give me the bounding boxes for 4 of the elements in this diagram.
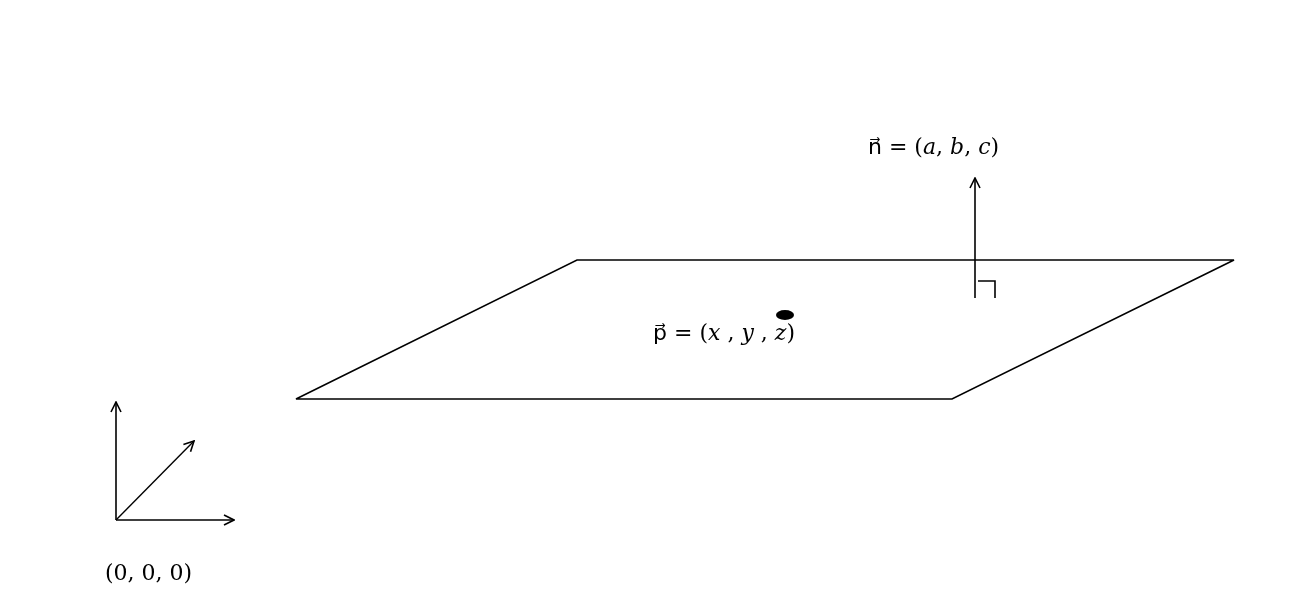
arrow bbox=[969, 177, 981, 299]
normal-vector-label: n⃗ = (a, b, c) bbox=[868, 134, 1000, 161]
origin-label: (0, 0, 0) bbox=[105, 560, 193, 587]
point-label: p⃗ = (x , y , z) bbox=[653, 320, 795, 347]
